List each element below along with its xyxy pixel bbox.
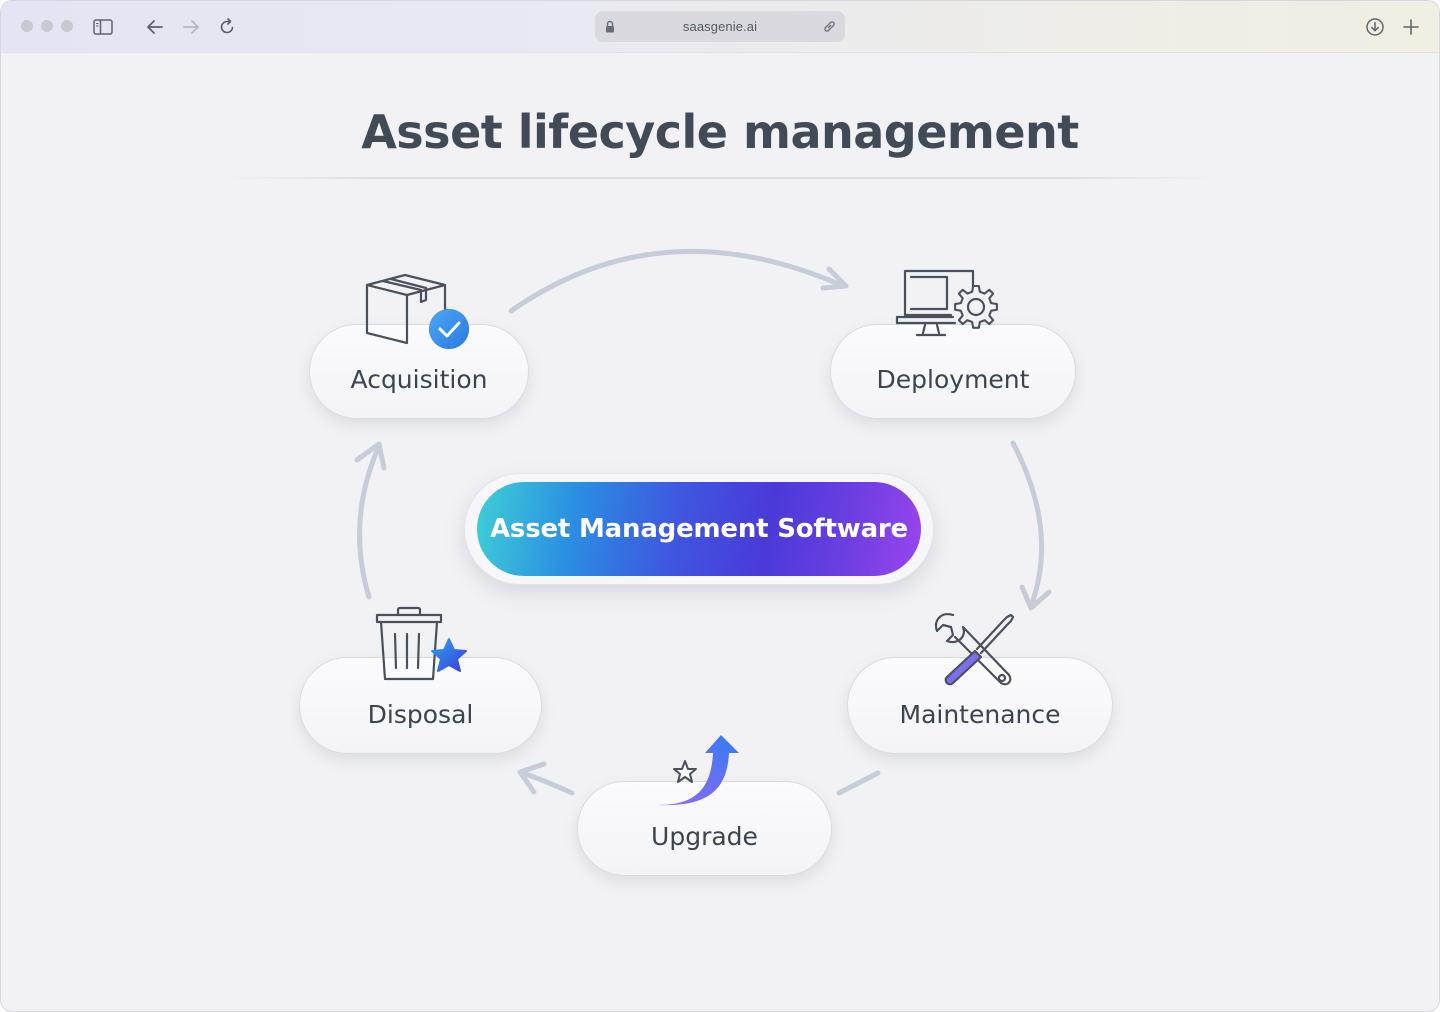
window-close-button[interactable]: [21, 20, 33, 32]
stage-upgrade[interactable]: Upgrade: [577, 781, 832, 876]
wrench-screwdriver-icon: [934, 613, 1015, 686]
reload-icon: [220, 18, 234, 34]
arrow-right-icon: [183, 20, 199, 34]
window-minimize-button[interactable]: [41, 20, 53, 32]
upgrade-arrow-star-icon: [657, 735, 739, 806]
address-bar[interactable]: saasgenie.ai: [595, 11, 845, 42]
arrow-left-icon: [147, 20, 163, 34]
arrow-maintenance-to-upgrade: [836, 770, 881, 796]
arrow-upgrade-to-disposal: [517, 769, 575, 796]
stage-label: Deployment: [876, 365, 1030, 394]
downloads-button[interactable]: [1363, 15, 1387, 39]
stage-label: Upgrade: [651, 822, 758, 851]
trash-star-icon: [375, 606, 467, 681]
download-icon: [1366, 18, 1384, 36]
sidebar-toggle-button[interactable]: [91, 15, 115, 39]
center-hub[interactable]: Asset Management Software: [477, 482, 921, 576]
title-divider: [226, 177, 1216, 179]
plus-icon: [1403, 19, 1419, 35]
stage-maintenance[interactable]: Maintenance: [847, 657, 1113, 754]
forward-button[interactable]: [179, 15, 203, 39]
stage-disposal[interactable]: Disposal: [299, 657, 542, 754]
reload-button[interactable]: [215, 15, 239, 39]
stage-label: Maintenance: [899, 700, 1061, 729]
sidebar-icon: [93, 19, 113, 35]
page-title: Asset lifecycle management: [361, 105, 1079, 159]
new-tab-button[interactable]: [1399, 15, 1423, 39]
stage-acquisition[interactable]: Acquisition: [309, 324, 529, 419]
link-icon[interactable]: [822, 19, 837, 34]
monitor-gear-icon: [895, 269, 998, 337]
arrow-acquisition-to-deployment: [508, 248, 846, 314]
arrow-deployment-to-maintenance: [1010, 440, 1045, 609]
center-hub-label: Asset Management Software: [490, 514, 908, 544]
lock-icon: [606, 20, 614, 33]
back-button[interactable]: [143, 15, 167, 39]
window-zoom-button[interactable]: [61, 20, 73, 32]
stage-label: Acquisition: [350, 365, 488, 394]
package-check-icon: [365, 273, 469, 349]
url-text: saasgenie.ai: [682, 19, 758, 34]
stage-deployment[interactable]: Deployment: [830, 324, 1076, 419]
stage-label: Disposal: [367, 700, 474, 729]
arrow-disposal-to-acquisition: [357, 443, 382, 600]
browser-toolbar: saasgenie.ai: [1, 1, 1439, 53]
